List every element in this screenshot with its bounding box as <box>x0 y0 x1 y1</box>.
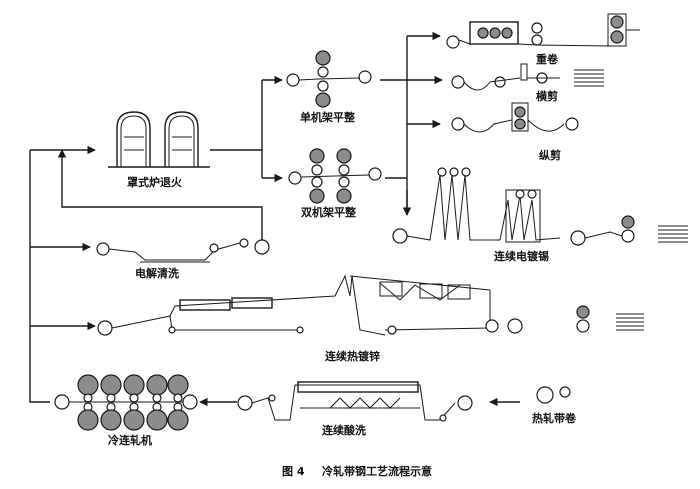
single-stand-mill-icon <box>286 50 372 108</box>
recoil-line-icon <box>446 13 640 49</box>
flow-connectors <box>29 31 520 407</box>
electrotinning-line-icon <box>392 167 688 246</box>
cold-tandem-mill-icon <box>54 374 198 431</box>
cold-mill-label: 冷连轧机 <box>108 434 152 447</box>
galvanizing-line-icon <box>97 274 644 336</box>
mill-stand-3 <box>123 374 145 431</box>
slitting-line-icon <box>451 102 579 133</box>
double-stand-label: 双机架平整 <box>301 206 356 219</box>
mill-stand-1 <box>77 374 99 431</box>
bell-furnace-label: 罩式炉退火 <box>127 176 182 189</box>
crosscut-line-icon <box>451 63 604 91</box>
pickling-line-icon <box>237 381 473 422</box>
mill-stand-4 <box>146 374 168 431</box>
figure-number: 图 4 <box>282 465 305 478</box>
pickling-label: 连续酸洗 <box>322 424 366 437</box>
electrolytic-cleaning-icon <box>96 238 270 263</box>
figure-caption: 冷轧带钢工艺流程示意 <box>322 465 432 478</box>
mill-stand-5 <box>167 374 189 431</box>
slit-label: 纵剪 <box>539 149 561 162</box>
cleaning-return-line <box>57 149 263 243</box>
recoil-label: 重卷 <box>536 53 558 66</box>
bell-furnace-icon <box>108 111 210 168</box>
electrotinning-label: 连续电镀锡 <box>494 250 549 263</box>
galvanizing-label: 连续热镀锌 <box>325 350 380 363</box>
hot-coil-label: 热轧带卷 <box>532 412 576 425</box>
crosscut-label: 横剪 <box>536 90 558 103</box>
hot-coil-icon <box>536 386 571 404</box>
left-trunk-line <box>29 150 50 403</box>
single-stand-label: 单机架平整 <box>300 111 355 124</box>
electrolytic-cleaning-label: 电解清洗 <box>135 267 179 280</box>
mill-stand-2 <box>100 374 122 431</box>
double-stand-mill-icon <box>288 148 382 204</box>
